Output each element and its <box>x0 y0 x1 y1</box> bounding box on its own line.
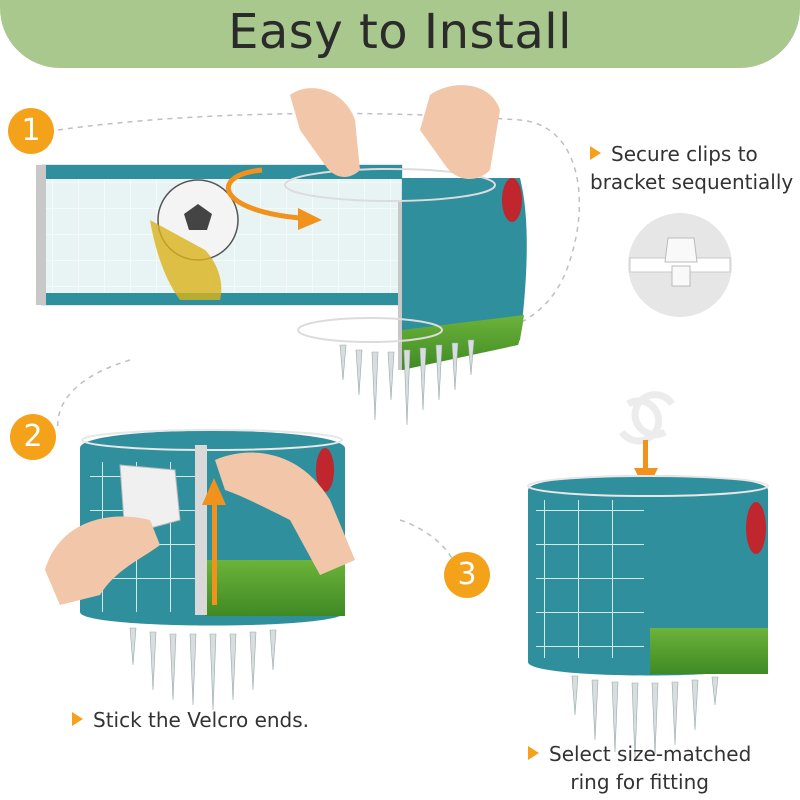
hand-left-icon <box>45 516 160 605</box>
bullet-triangle-icon <box>528 746 539 760</box>
step2-shade-drum <box>45 429 355 711</box>
rotate-arrow-icon <box>225 167 301 221</box>
up-arrow-icon <box>202 478 226 505</box>
clip-inset <box>628 213 732 317</box>
goalkeeper-glove-icon <box>150 220 222 300</box>
left-hand-icon <box>290 88 360 177</box>
step-2-badge: 2 <box>10 414 56 460</box>
step1-shade-panel <box>36 85 527 426</box>
step3-shade-drum <box>527 475 769 761</box>
header-banner <box>0 0 800 68</box>
dashed-guide-lines <box>57 112 581 566</box>
step-3-badge: 3 <box>444 552 490 598</box>
right-hand-icon <box>420 85 500 180</box>
bullet-triangle-icon <box>72 712 83 726</box>
bullet-triangle-icon <box>590 146 601 160</box>
step-1-caption: Secure clips to bracket sequentially <box>590 142 794 194</box>
step-2-caption: Stick the Velcro ends. <box>72 706 309 734</box>
hand-right-icon <box>215 452 355 575</box>
step-3-caption: Select size-matched ring for fitting <box>528 740 751 796</box>
ring-right-icon <box>631 391 675 439</box>
page-title: Easy to Install <box>228 4 572 60</box>
step-1-badge: 1 <box>8 108 54 154</box>
